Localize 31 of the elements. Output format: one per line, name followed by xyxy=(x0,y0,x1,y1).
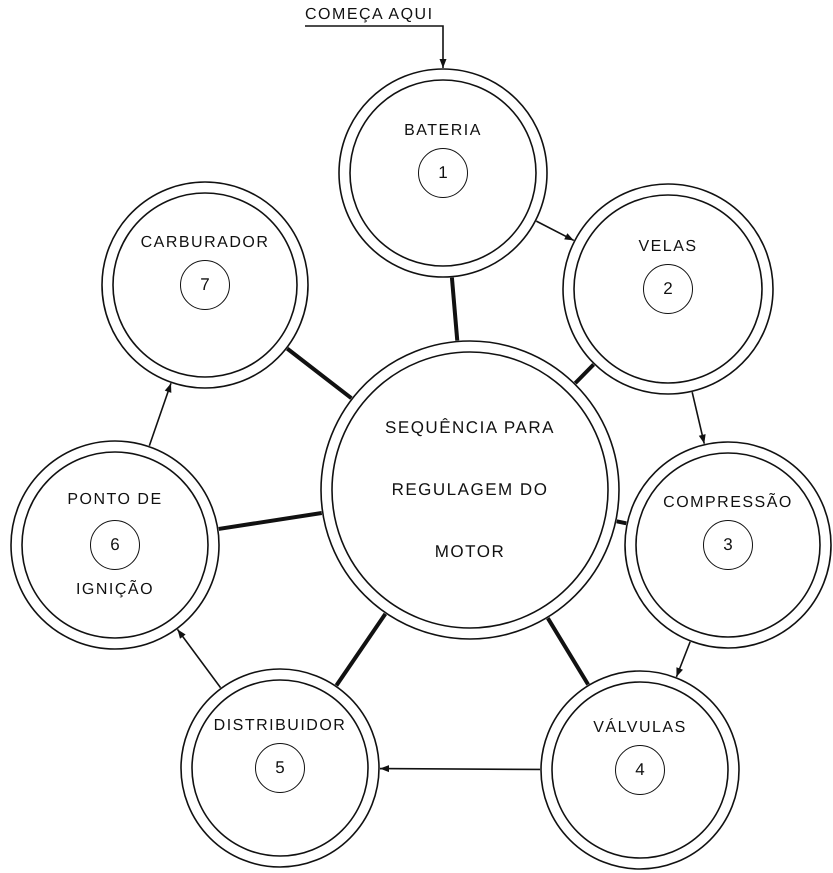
connector-line xyxy=(218,510,322,531)
connector-line xyxy=(616,519,627,526)
step-number-circle: 6 xyxy=(90,520,140,570)
center-title: SEQUÊNCIA PARA REGULAGEM DO MOTOR xyxy=(384,417,556,563)
step-number-circle: 2 xyxy=(643,264,693,314)
step-number-circle: 1 xyxy=(418,148,468,198)
step-label: PONTO DE xyxy=(67,491,163,509)
arrow xyxy=(536,220,574,242)
step-label: VÁLVULAS xyxy=(593,719,687,737)
connector-line xyxy=(546,617,590,686)
arrow xyxy=(691,392,706,444)
step-number-circle: 7 xyxy=(180,260,230,310)
step-label: DISTRIBUIDOR xyxy=(214,717,346,735)
step-number-circle: 5 xyxy=(255,743,305,793)
connector-line xyxy=(574,363,596,385)
arrow xyxy=(176,628,222,688)
step-label: BATERIA xyxy=(404,122,482,140)
connector-line xyxy=(334,612,388,687)
arrow xyxy=(305,25,446,68)
arrow xyxy=(148,383,172,446)
arrow xyxy=(676,642,691,678)
connector-line xyxy=(286,347,353,400)
step-label: VELAS xyxy=(638,238,698,256)
step-number-circle: 4 xyxy=(615,745,665,795)
step-label: CARBURADOR xyxy=(140,234,270,252)
connector-line xyxy=(450,277,460,341)
step-number-circle: 3 xyxy=(703,520,753,570)
arrow xyxy=(380,765,540,772)
step-label: IGNIÇÃO xyxy=(76,581,154,599)
start-label: COMEÇA AQUI xyxy=(305,6,434,24)
step-label: COMPRESSÃO xyxy=(663,494,793,512)
